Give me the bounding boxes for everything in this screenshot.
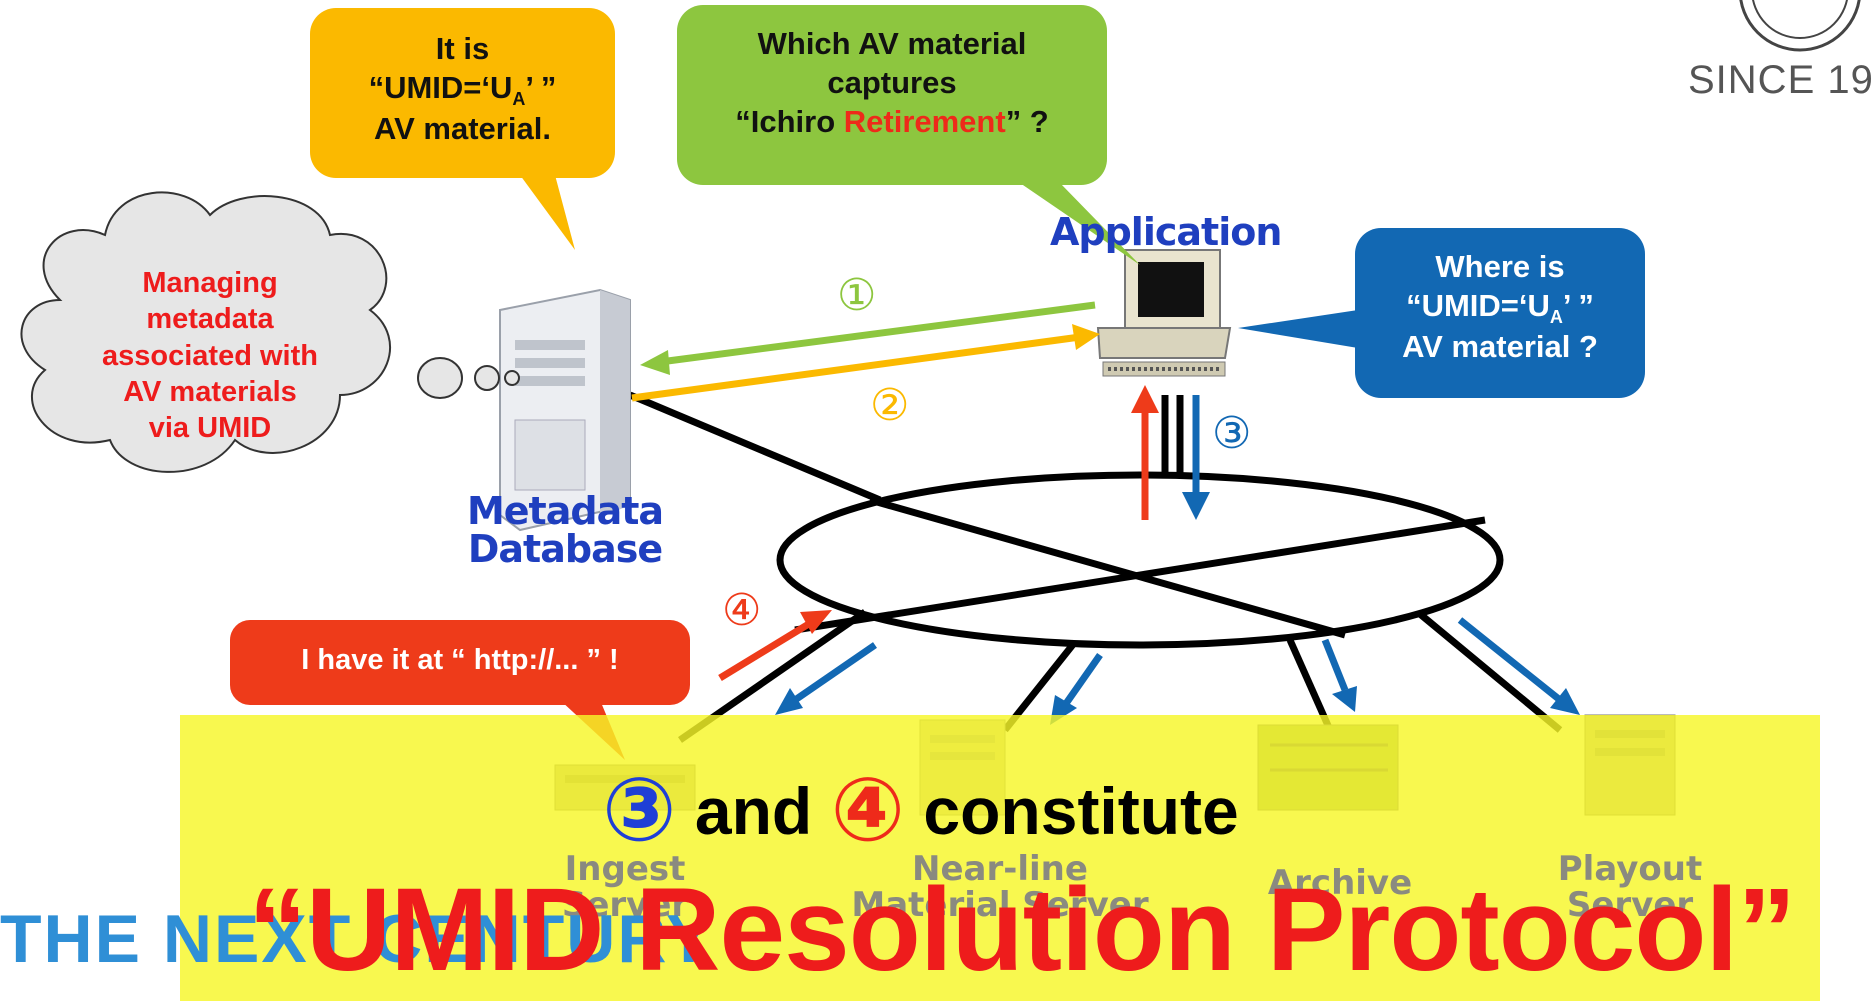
ingest-label-line1: Ingest [564,849,686,889]
banner-protocol-title: “UMID Resolution Protocol” [248,864,1796,996]
highlight-banner [180,715,1820,1001]
thought-line3: associated with [102,339,318,372]
thought-line2: metadata [146,303,274,336]
banner-step4-marker: ④ [830,758,906,861]
bubble-app-where [1238,228,1645,398]
app-where-line2: “UMID=‘UA’ ” [1406,287,1594,327]
arrow-step1 [640,301,1096,375]
playout-server-label: Playout Server [1540,849,1720,925]
banner-statement: ③ and ④ constitute [602,758,1239,861]
banner-and: and [694,774,813,848]
app-query-line1: Which AV material [757,26,1027,61]
metadb-reply-line3: AV material. [374,111,551,147]
app-query-text: Which AV material captures “Ichiro Retir… [677,25,1107,141]
nearline-label-line1: Near-line [912,849,1088,889]
metadata-db-label-line2: Database [467,527,663,571]
banner-constitute: constitute [923,774,1239,848]
footer-brand: THE NEXT CENTURY [0,901,714,977]
nearline-label-line2: Material Server [851,884,1149,925]
step4-marker: ④ [722,585,762,636]
thought-line4: AV materials [123,375,297,408]
thought-line1: Managing [142,267,278,299]
bubble-metadb-reply [310,8,615,250]
app-where-line1: Where is [1435,249,1565,284]
metadata-db-label-line1: Metadata [466,489,664,533]
bubble-app-query [677,5,1140,265]
app-query-line2: captures [827,64,957,100]
app-where-line3: AV material ? [1402,329,1598,365]
playout-label-line2: Server [1566,884,1694,925]
arrows-step3-to-servers [775,617,1580,725]
metadb-reply-line1: It is [435,31,490,66]
network-ring [628,391,1563,743]
step3-marker: ③ [1212,408,1252,459]
ingest-label-line2: Server [561,884,689,925]
app-query-line3: “Ichiro Retirement” ? [735,103,1049,139]
step2-marker: ② [870,380,910,431]
arrow-step4-up [1131,385,1159,520]
app-where-text: Where is “UMID=‘UA’ ” AV material ? [1355,248,1645,367]
nearline-server-label: Near-line Material Server [850,849,1150,925]
thought-line5: via UMID [148,412,272,444]
archive-server-label: Archive [1267,863,1413,903]
arrow-step2 [631,324,1100,402]
thought-text: Managing metadata associated with AV mat… [60,265,360,446]
thought-cloud [20,191,520,473]
ingest-reply-text: I have it at “ http://... ” ! [301,644,619,676]
metadata-database-server[interactable] [499,288,631,532]
step1-marker: ① [837,270,877,321]
logo-emblem [1739,0,1861,52]
application-computer[interactable] [1096,249,1232,377]
application-label: Application [1050,210,1282,254]
metadata-db-label: Metadata Database [455,492,675,568]
banner-step3-marker: ③ [602,758,677,861]
arrow-step3-down [1182,395,1210,520]
playout-label-line1: Playout [1557,849,1703,889]
logo-since-text: SINCE 19 [1688,58,1874,102]
arrow-step4-from-ingest [718,610,832,681]
metadb-reply-line2: “UMID=‘UA’ ” [368,69,557,109]
metadb-reply-text: It is “UMID=‘UA’ ” AV material. [310,30,615,149]
ingest-server-label: Ingest Server [535,849,715,925]
